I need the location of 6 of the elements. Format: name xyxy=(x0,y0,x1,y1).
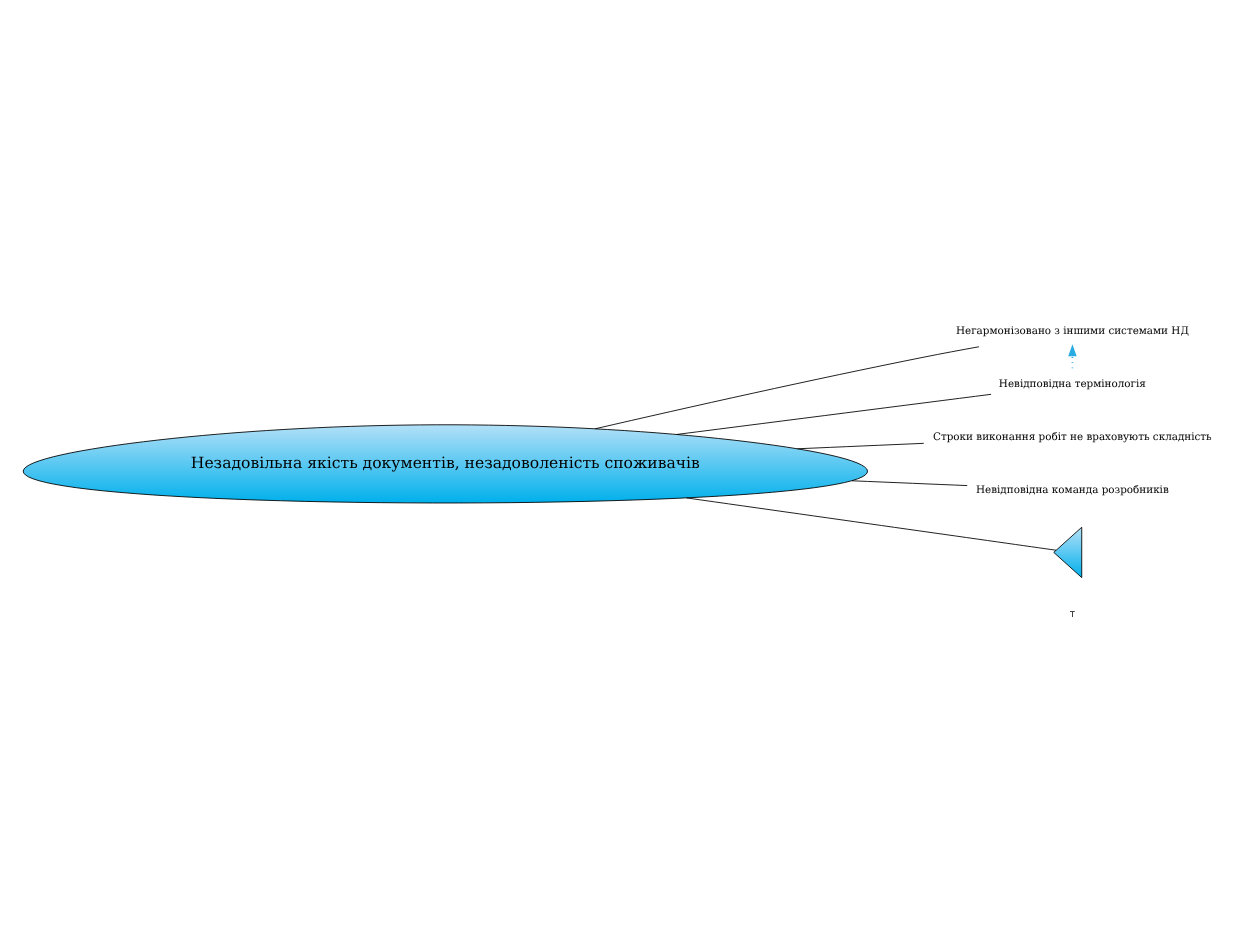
connector xyxy=(851,480,968,486)
connector xyxy=(594,346,980,430)
connector xyxy=(686,497,1057,551)
node-triangle xyxy=(1053,526,1083,578)
connector xyxy=(796,442,925,450)
connector xyxy=(676,393,992,435)
